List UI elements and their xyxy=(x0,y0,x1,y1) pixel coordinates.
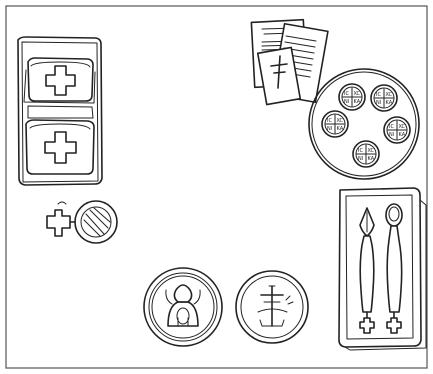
seal-xc: XC xyxy=(368,148,375,154)
seal-xc: XC xyxy=(354,91,361,97)
seal-ni: NI xyxy=(358,156,363,162)
hand-mirror-censer-icon xyxy=(47,201,117,243)
seal-ka: KA xyxy=(399,132,406,138)
seal-ic: IC xyxy=(327,118,332,124)
theotokos-icon-plate xyxy=(144,268,222,346)
prosphora-seal: IC XC NI KA xyxy=(384,117,410,143)
seal-ka: KA xyxy=(354,99,361,105)
prosphora-seal: IC XC NI KA xyxy=(371,85,397,111)
seal-ic: IC xyxy=(344,91,349,97)
spear-spoon-tray-icon xyxy=(339,188,426,350)
prosphora-seal: IC XC NI KA xyxy=(339,84,365,110)
veils-tray xyxy=(18,37,102,185)
seal-ic: IC xyxy=(358,148,363,154)
prosphora-plate-icon: IC XC NI KA IC XC NI KA IC XC NI KA IC X… xyxy=(309,69,419,179)
seal-xc: XC xyxy=(399,124,406,130)
liturgical-spear-icon xyxy=(360,208,374,333)
seal-ni: NI xyxy=(344,99,349,105)
seal-ni: NI xyxy=(327,126,332,132)
seal-ni: NI xyxy=(389,132,394,138)
seal-xc: XC xyxy=(337,118,344,124)
seal-ic: IC xyxy=(376,92,381,98)
seal-ni: NI xyxy=(376,100,381,106)
seal-ka: KA xyxy=(386,100,393,106)
seal-ka: KA xyxy=(337,126,344,132)
liturgical-spoon-icon xyxy=(386,204,402,333)
prosphora-seal: IC XC NI KA xyxy=(322,111,348,137)
cross-plate-icon xyxy=(236,271,308,343)
prayer-cards-icon xyxy=(251,20,328,105)
cross-veil-top-icon xyxy=(24,58,95,103)
seal-ic: IC xyxy=(389,124,394,130)
seal-xc: XC xyxy=(386,92,393,98)
seal-ka: KA xyxy=(368,156,375,162)
prosphora-seal: IC XC NI KA xyxy=(353,141,379,167)
cross-veil-bottom-icon xyxy=(26,106,94,174)
